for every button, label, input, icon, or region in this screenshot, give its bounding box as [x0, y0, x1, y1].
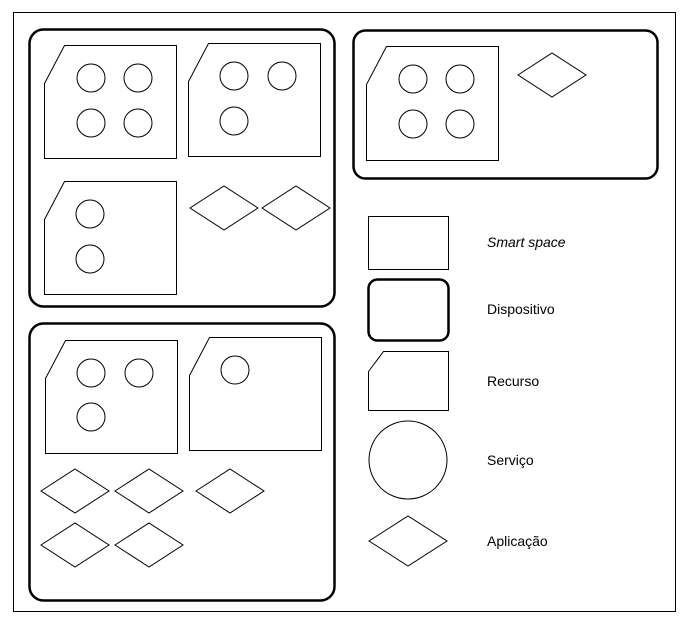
- legend-smart-space-label: Smart space: [487, 234, 566, 250]
- legend-smart-space-shape: [368, 216, 449, 270]
- service-circle: [75, 199, 105, 229]
- application-diamond: [114, 522, 184, 568]
- legend-recurso-label: Recurso: [487, 373, 540, 389]
- device-1: [28, 28, 336, 308]
- legend-servico-label: Serviço: [487, 452, 534, 468]
- legend-dispositivo-shape: [367, 278, 450, 342]
- legend-aplicacao-shape: [368, 515, 448, 567]
- service-circle: [219, 61, 249, 91]
- resource-1c: [44, 181, 177, 295]
- application-diamond: [189, 185, 259, 231]
- service-circle: [445, 64, 475, 94]
- resource-2a: [45, 340, 178, 454]
- legend-servico-shape: [368, 420, 448, 500]
- device-3: [352, 29, 659, 180]
- service-circle: [123, 108, 153, 138]
- service-circle: [398, 64, 428, 94]
- application-diamond: [195, 468, 265, 514]
- application-diamond: [261, 185, 331, 231]
- service-circle: [267, 61, 297, 91]
- service-circle: [76, 402, 106, 432]
- resource-1b: [188, 43, 321, 157]
- application-diamond: [114, 468, 184, 514]
- service-circle: [123, 63, 153, 93]
- service-circle: [219, 106, 249, 136]
- legend-dispositivo-label: Dispositivo: [487, 301, 555, 317]
- application-diamond: [517, 52, 587, 98]
- resource-3a: [366, 46, 499, 161]
- service-circle: [76, 358, 106, 388]
- service-circle: [445, 109, 475, 139]
- service-circle: [76, 108, 106, 138]
- resource-1a: [44, 45, 177, 159]
- resource-2b: [189, 337, 322, 451]
- service-circle: [220, 355, 250, 385]
- legend-aplicacao-label: Aplicação: [487, 533, 548, 549]
- service-circle: [76, 63, 106, 93]
- device-2: [28, 322, 336, 602]
- service-circle: [124, 358, 154, 388]
- service-circle: [398, 109, 428, 139]
- application-diamond: [40, 468, 110, 514]
- outer-frame: [13, 12, 676, 612]
- service-circle: [75, 244, 105, 274]
- legend-recurso-shape: [368, 351, 449, 411]
- application-diamond: [40, 522, 110, 568]
